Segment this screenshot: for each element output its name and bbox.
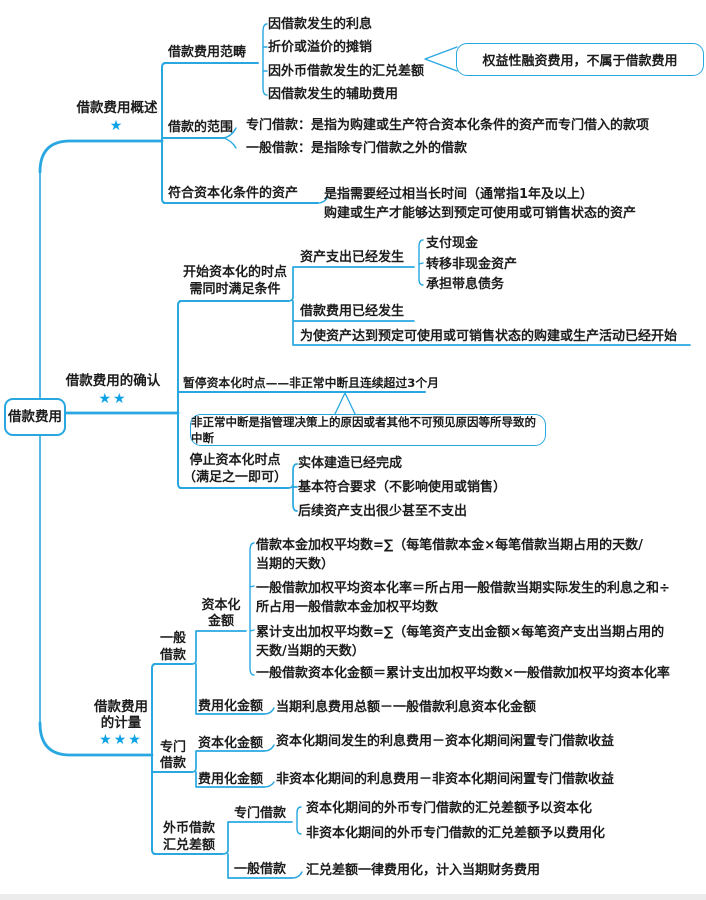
leaf-formula-line: 一般借款加权平均资本化率＝所占用一般借款当期实际发生的利息之和÷ — [256, 581, 670, 596]
node-special-cap-label: 资本化金额 — [198, 736, 264, 751]
callout-equity-financing: 权益性融资费用，不属于借款费用 — [456, 43, 704, 76]
branch-measurement-label-line1: 借款费用 — [94, 699, 148, 715]
node-capitalized-amount-line2: 金额 — [207, 614, 234, 629]
leaf-fx-special-item: 资本化期间的外币专门借款的汇兑差额予以资本化 — [306, 801, 593, 816]
callout-wedge — [333, 392, 357, 417]
page-edge — [0, 894, 706, 900]
root-label: 借款费用 — [8, 408, 62, 425]
leaf-scope-item: 折价或溢价的摊销 — [268, 40, 373, 55]
node-fx-special-label: 专门借款 — [234, 806, 287, 821]
node-borrowing-cost-incurred: 借款费用已经发生 — [300, 304, 405, 319]
star-icon: ★★ — [98, 391, 128, 407]
leaf-cond1-item: 转移非现金资产 — [426, 257, 518, 272]
node-fx-general-label: 一般借款 — [234, 862, 287, 877]
node-start-capitalization-line2: 需同时满足条件 — [189, 282, 281, 297]
branch-overview-line — [38, 139, 164, 174]
leaf-range-item: 一般借款：是指除专门借款之外的借款 — [246, 141, 468, 156]
node-stop-capitalization-line2: （满足之一即可） — [182, 470, 287, 485]
node-fx-borrowing-line2: 汇兑差额 — [162, 837, 215, 853]
node-suspend-capitalization: 暂停资本化时点——非正常中断且连续超过3个月 — [183, 376, 439, 390]
branch-measurement-label-line2: 的计量 — [100, 715, 142, 731]
leaf-cond1-item: 承担带息债务 — [426, 277, 505, 292]
leaf-special-cap-text: 资本化期间发生的利息费用－资本化期间闲置专门借款收益 — [276, 734, 615, 749]
node-qualifying-asset-label: 符合资本化条件的资产 — [168, 186, 299, 201]
leaf-formula-line: 所占用一般借款本金加权平均数 — [256, 600, 439, 615]
node-scope-label: 借款费用范畴 — [168, 45, 247, 60]
leaf-formula-line: 一般借款资本化金额＝累计支出加权平均数×一般借款加权平均资本化率 — [256, 666, 670, 681]
leaf-formula-line: 当期的天数） — [256, 557, 335, 572]
leaf-expensed-amount-text: 当期利息费用总额－一般借款利息资本化金额 — [276, 700, 537, 715]
root-node: 借款费用 — [4, 398, 66, 436]
star-icon: ★ — [109, 118, 125, 134]
leaf-cond1-item: 支付现金 — [426, 236, 479, 251]
node-start-capitalization-line1: 开始资本化的时点 — [182, 265, 287, 280]
node-special-borrowing-line2: 借款 — [159, 756, 186, 771]
node-stop-capitalization-line1: 停止资本化时点 — [189, 453, 281, 468]
leaf-scope-item: 因借款发生的辅助费用 — [268, 87, 399, 102]
branch-recognition-label: 借款费用的确认 — [65, 373, 161, 389]
leaf-stop-item: 基本符合要求（不影响使用或销售） — [298, 480, 507, 495]
branch-overview-label: 借款费用概述 — [76, 100, 158, 116]
leaf-asset-desc-line1: 是指需要经过相当长时间（通常指1年及以上） — [324, 187, 594, 202]
leaf-special-exp-text: 非资本化期间的利息费用－非资本化期间闲置专门借款收益 — [276, 772, 615, 787]
leaf-formula-line: 累计支出加权平均数=∑（每笔资产支出金额×每笔资产支出当期占用的 — [256, 625, 665, 640]
callout-abnormal-interruption: 非正常中断是指管理决策上的原因或者其他不可预见原因等所导致的中断 — [190, 414, 546, 446]
leaf-fx-general-text: 汇兑差额一律费用化，计入当期财务费用 — [306, 863, 541, 878]
node-general-borrowing-line1: 一般 — [159, 631, 186, 646]
leaf-asset-desc-line2: 购建或生产才能够达到预定可使用或可销售状态的资产 — [324, 206, 637, 221]
node-expensed-amount-label: 费用化金额 — [198, 699, 264, 714]
leaf-formula-line: 借款本金加权平均数=∑（每笔借款本金×每笔借款当期占用的天数/ — [256, 538, 643, 553]
node-special-exp-label: 费用化金额 — [198, 772, 264, 787]
leaf-scope-item: 因外币借款发生的汇兑差额 — [268, 64, 425, 79]
node-fx-borrowing-line1: 外币借款 — [162, 821, 215, 836]
node-special-borrowing-line1: 专门 — [159, 740, 186, 755]
callout-wedge — [424, 46, 458, 72]
node-general-borrowing-line2: 借款 — [159, 648, 186, 663]
leaf-scope-item: 因借款发生的利息 — [268, 17, 373, 32]
leaf-formula-line: 天数/当期的天数） — [256, 644, 365, 659]
node-asset-expenditure-label: 资产支出已经发生 — [300, 250, 405, 265]
leaf-fx-special-item: 非资本化期间的外币专门借款的汇兑差额予以费用化 — [306, 826, 606, 841]
branch-measurement-line — [38, 721, 154, 757]
leaf-range-item: 专门借款：是指为购建或生产符合资本化条件的资产而专门借入的款项 — [246, 118, 650, 133]
node-activities-started: 为使资产达到预定可使用或可销售状态的购建或生产活动已经开始 — [300, 329, 678, 344]
star-icon: ★★★ — [99, 732, 143, 748]
node-capitalized-amount-line1: 资本化 — [201, 598, 241, 613]
node-range-label: 借款的范围 — [168, 120, 234, 135]
leaf-stop-item: 实体建造已经完成 — [298, 456, 403, 471]
leaf-stop-item: 后续资产支出很少甚至不支出 — [298, 504, 468, 519]
